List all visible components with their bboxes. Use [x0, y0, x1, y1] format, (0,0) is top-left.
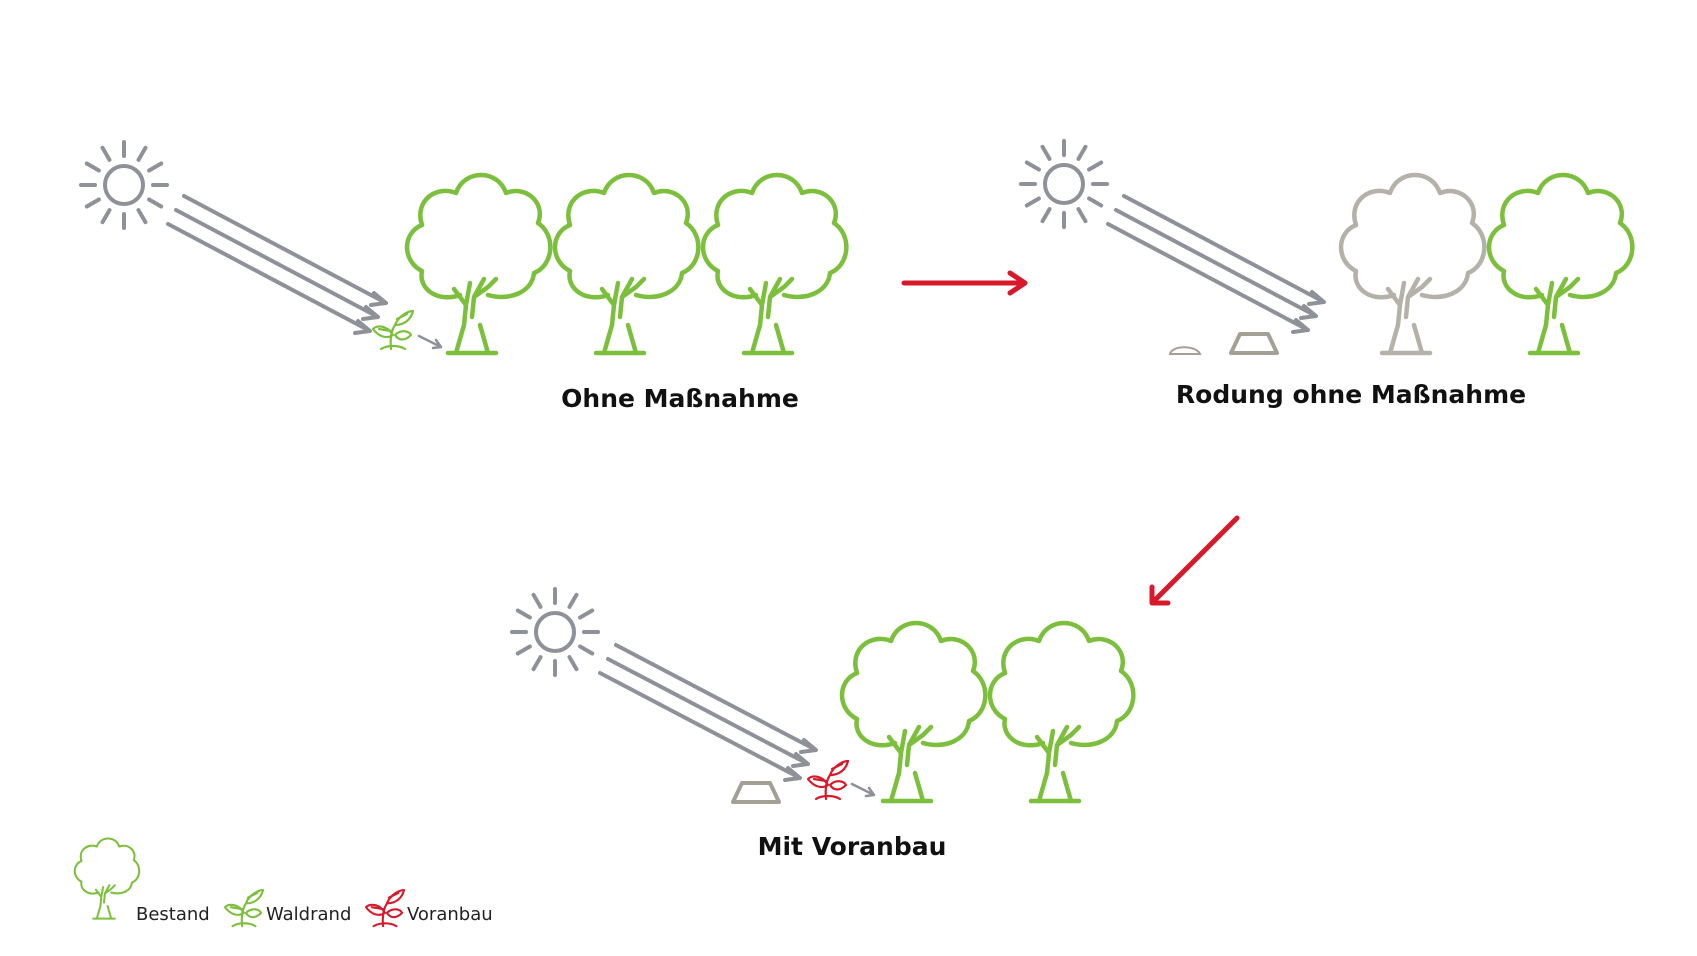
tree-icon: [555, 175, 698, 353]
caption-ohne-massnahme: Ohne Maßnahme: [561, 384, 799, 413]
sun-icon: [1019, 139, 1109, 229]
sun-rays-arrows: [1106, 194, 1326, 334]
scene-ohne-massnahme: [79, 140, 846, 353]
tree-icon: [703, 175, 846, 353]
scene-mit-voranbau: [510, 587, 1133, 804]
transition-arrow-diagonal: [1149, 515, 1240, 606]
legend-tree-icon: [73, 837, 141, 920]
tree-icon: [407, 175, 550, 353]
scene-rodung-ohne-massnahme: [1019, 139, 1632, 355]
sun-icon: [510, 587, 600, 677]
tree-stump-icon: [731, 781, 781, 804]
legend-voranbau-icon: [364, 889, 406, 928]
small-arrow-icon: [417, 334, 443, 350]
sun-icon: [79, 140, 169, 230]
voranbau-sapling-icon: [806, 759, 850, 801]
tree-stump-icon: [1229, 332, 1279, 355]
legend-waldrand-icon: [223, 889, 265, 928]
legend-label-bestand: Bestand: [136, 904, 210, 925]
cleared-ground-icon: [1168, 346, 1202, 355]
transition-arrow-right: [901, 270, 1028, 296]
sun-rays-arrows: [166, 194, 388, 335]
legend-label-voranbau: Voranbau: [407, 904, 493, 925]
caption-mit-voranbau: Mit Voranbau: [757, 832, 947, 861]
tree-icon: [990, 623, 1133, 801]
small-arrow-icon: [850, 782, 876, 798]
faded-tree-icon: [1341, 175, 1484, 353]
caption-rodung-ohne-massnahme: Rodung ohne Maßnahme: [1175, 380, 1527, 409]
sun-rays-arrows: [598, 643, 818, 782]
legend-label-waldrand: Waldrand: [266, 904, 352, 925]
legend: [73, 837, 406, 928]
tree-icon: [1489, 175, 1632, 353]
tree-icon: [842, 623, 985, 801]
